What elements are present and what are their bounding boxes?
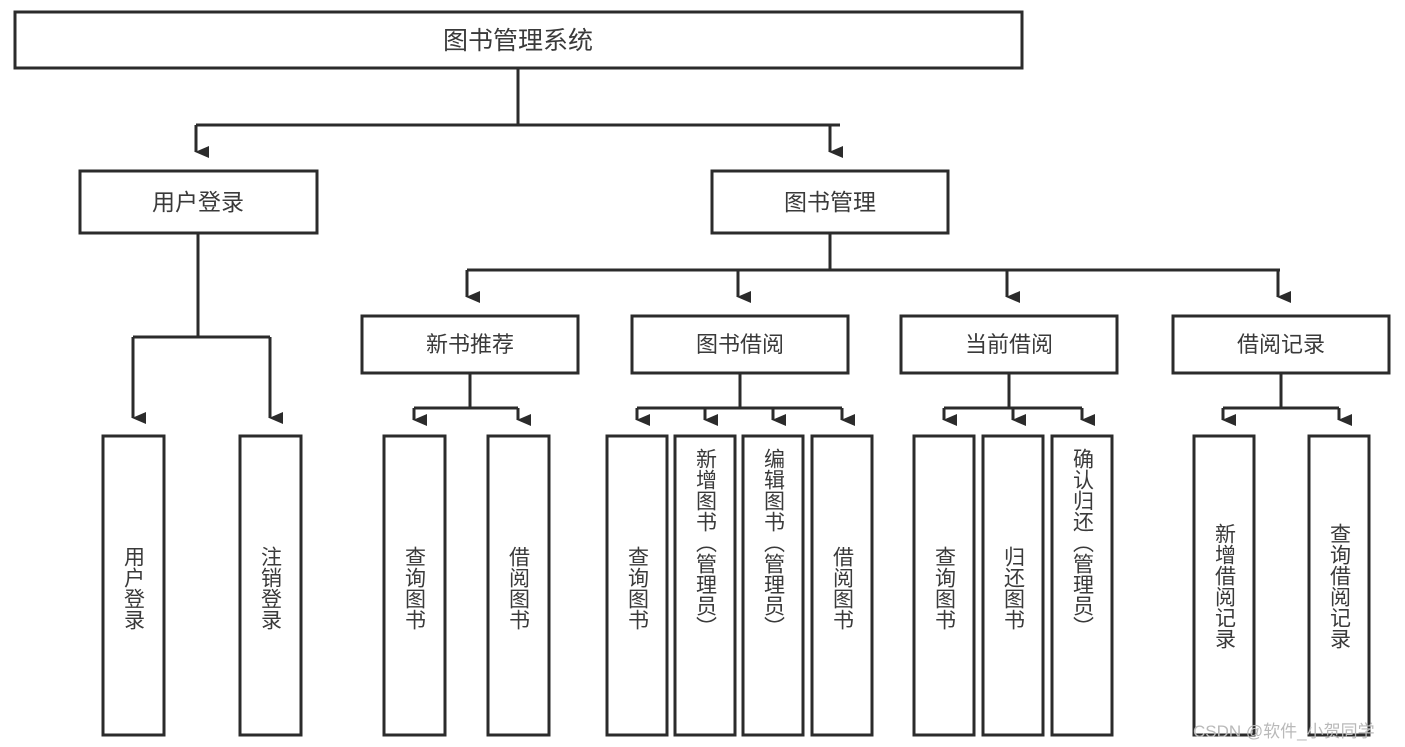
node-user-login[interactable]: 用户登录 bbox=[78, 169, 319, 235]
connector-bookmanage-to-level2 bbox=[465, 233, 1291, 303]
node-new-book-rec-label: 新书推荐 bbox=[426, 332, 514, 357]
node-current-borrow-label: 当前借阅 bbox=[965, 332, 1053, 357]
node-leaf-user-login[interactable]: 用户登录 bbox=[101, 434, 166, 737]
node-leaf-query-record[interactable]: 查询借阅记录 bbox=[1307, 434, 1371, 737]
node-leaf-borrow-book-2-label: 借阅图书 bbox=[831, 546, 855, 630]
node-current-borrow[interactable]: 当前借阅 bbox=[899, 314, 1119, 375]
node-leaf-borrow-book-2[interactable]: 借阅图书 bbox=[810, 434, 874, 737]
node-leaf-query-book-3[interactable]: 查询图书 bbox=[912, 434, 976, 737]
node-root-label: 图书管理系统 bbox=[443, 27, 593, 55]
node-leaf-query-record-label: 查询借阅记录 bbox=[1328, 523, 1352, 649]
node-leaf-query-book-2-label: 查询图书 bbox=[626, 546, 650, 630]
node-book-borrow[interactable]: 图书借阅 bbox=[630, 314, 850, 375]
node-leaf-edit-book[interactable]: 编辑图书（管理员） bbox=[741, 434, 805, 737]
node-leaf-add-record-label: 新增借阅记录 bbox=[1213, 523, 1237, 649]
node-leaf-confirm-return[interactable]: 确认归还（管理员） bbox=[1050, 434, 1114, 737]
node-leaf-user-logout-label: 注销登录 bbox=[259, 546, 283, 630]
connector-currentborrow-to-leaves bbox=[942, 373, 1095, 426]
node-leaf-query-book-1-label: 查询图书 bbox=[403, 546, 427, 630]
node-leaf-query-book-2[interactable]: 查询图书 bbox=[605, 434, 669, 737]
node-book-borrow-label: 图书借阅 bbox=[696, 332, 784, 357]
connector-borrowrecord-to-leaves bbox=[1221, 373, 1352, 426]
node-leaf-add-book-label: 新增图书（管理员） bbox=[694, 448, 718, 637]
node-leaf-borrow-book-1-label: 借阅图书 bbox=[507, 546, 531, 630]
connector-root-to-level1 bbox=[194, 68, 843, 158]
node-leaf-confirm-return-label: 确认归还（管理员） bbox=[1071, 448, 1095, 637]
connector-bookborrow-to-leaves bbox=[635, 373, 855, 426]
node-borrow-record-label: 借阅记录 bbox=[1237, 332, 1325, 357]
node-leaf-query-book-1[interactable]: 查询图书 bbox=[382, 434, 447, 737]
node-root[interactable]: 图书管理系统 bbox=[13, 10, 1024, 70]
node-book-manage[interactable]: 图书管理 bbox=[710, 169, 950, 235]
connector-newbookrec-to-leaves bbox=[412, 373, 531, 426]
node-book-manage-label: 图书管理 bbox=[784, 189, 876, 215]
node-user-login-label: 用户登录 bbox=[152, 189, 244, 215]
node-leaf-user-logout[interactable]: 注销登录 bbox=[238, 434, 303, 737]
node-leaf-add-record[interactable]: 新增借阅记录 bbox=[1192, 434, 1256, 737]
node-new-book-rec[interactable]: 新书推荐 bbox=[360, 314, 580, 375]
node-leaf-user-login-label: 用户登录 bbox=[122, 546, 146, 630]
node-leaf-borrow-book-1[interactable]: 借阅图书 bbox=[486, 434, 551, 737]
node-borrow-record[interactable]: 借阅记录 bbox=[1171, 314, 1391, 375]
node-leaf-return-book-label: 归还图书 bbox=[1002, 546, 1026, 630]
node-leaf-query-book-3-label: 查询图书 bbox=[933, 546, 957, 630]
node-leaf-return-book[interactable]: 归还图书 bbox=[981, 434, 1045, 737]
node-leaf-edit-book-label: 编辑图书（管理员） bbox=[762, 448, 786, 637]
connector-userlogin-to-leaves bbox=[131, 233, 283, 424]
node-leaf-add-book[interactable]: 新增图书（管理员） bbox=[673, 434, 737, 737]
